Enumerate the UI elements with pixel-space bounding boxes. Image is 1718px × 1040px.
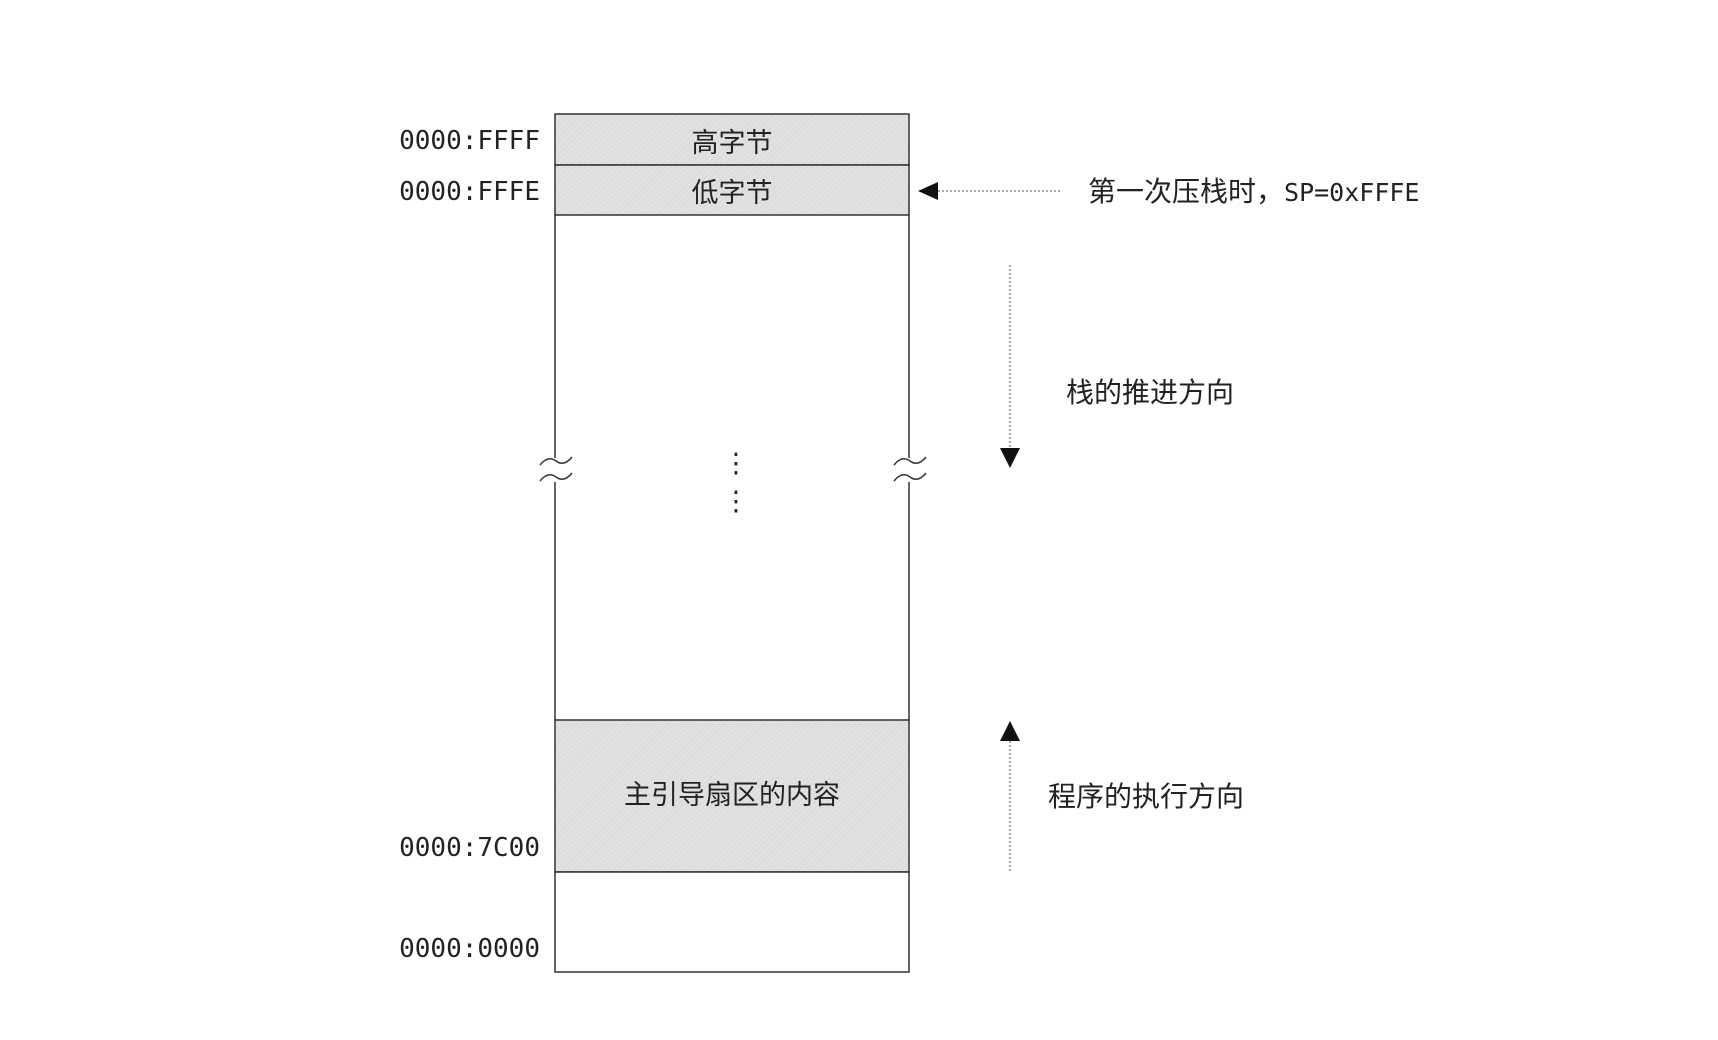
break-mark-right bbox=[893, 456, 927, 482]
program-direction-arrowhead bbox=[1000, 721, 1020, 741]
first-push-note: 第一次压栈时，SP=0xFFFE bbox=[1088, 175, 1419, 208]
low-byte-label: 低字节 bbox=[692, 178, 773, 209]
sp-pointer-arrowhead bbox=[918, 182, 938, 200]
high-byte-label: 高字节 bbox=[692, 128, 773, 159]
program-direction-label: 程序的执行方向 bbox=[1048, 780, 1244, 813]
boot-sector-label: 主引导扇区的内容 bbox=[624, 780, 840, 811]
low-byte-cell bbox=[554, 164, 910, 216]
high-byte-cell bbox=[554, 113, 910, 166]
address-second: 0000:FFFE bbox=[399, 177, 540, 207]
address-bottom: 0000:0000 bbox=[399, 934, 540, 964]
address-boot: 0000:7C00 bbox=[399, 833, 540, 863]
break-mark-left bbox=[539, 456, 573, 482]
stack-direction-label: 栈的推进方向 bbox=[1066, 376, 1234, 409]
ellipsis-lower: ⋮ bbox=[723, 486, 750, 517]
address-top: 0000:FFFF bbox=[399, 126, 540, 156]
boot-sector-cell bbox=[554, 719, 910, 873]
ellipsis-upper: ⋮ bbox=[723, 448, 750, 479]
stack-direction-arrowhead bbox=[1000, 448, 1020, 468]
bottom-cell bbox=[554, 871, 910, 973]
